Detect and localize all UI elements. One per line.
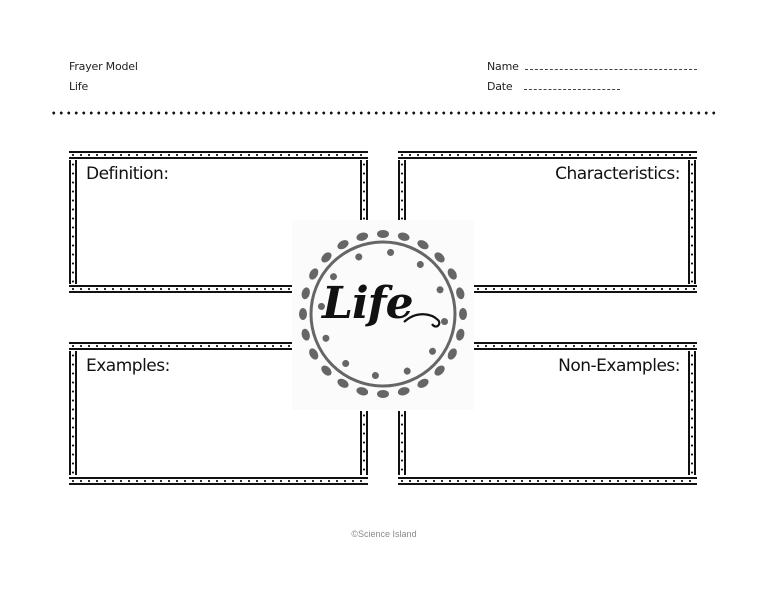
characteristics-label: Characteristics: (555, 164, 680, 184)
characteristics-bottom-border (474, 285, 697, 293)
copyright-footer: ©Science Island (351, 529, 417, 539)
name-field[interactable]: Name (487, 60, 697, 73)
characteristics-top-border (398, 151, 697, 159)
non-examples-right-border (688, 351, 696, 475)
definition-left-border (69, 160, 77, 284)
characteristics-left-border (398, 160, 406, 227)
date-field[interactable]: Date (487, 80, 620, 93)
definition-right-border (360, 160, 368, 227)
examples-top-border (69, 342, 293, 350)
worksheet-topic: Life (69, 80, 89, 93)
leaf-wreath-icon (299, 230, 467, 398)
definition-bottom-border (69, 285, 293, 293)
examples-bottom-border (69, 477, 368, 485)
wreath-background (292, 220, 474, 410)
name-blank-line[interactable] (524, 62, 697, 70)
non-examples-bottom-border (398, 477, 697, 485)
non-examples-left-border (398, 411, 406, 475)
date-blank-line[interactable] (523, 82, 620, 90)
examples-label: Examples: (86, 356, 170, 376)
examples-right-border (360, 411, 368, 475)
center-word: Life (322, 278, 414, 329)
name-label: Name (487, 60, 519, 73)
date-label: Date (487, 80, 513, 93)
examples-left-border (69, 351, 77, 475)
non-examples-top-border (474, 342, 697, 350)
non-examples-label: Non-Examples: (558, 356, 680, 376)
dotted-divider (50, 110, 718, 116)
definition-top-border (69, 151, 368, 159)
definition-label: Definition: (86, 164, 169, 184)
characteristics-right-border (688, 160, 696, 284)
worksheet-title: Frayer Model (69, 60, 138, 73)
